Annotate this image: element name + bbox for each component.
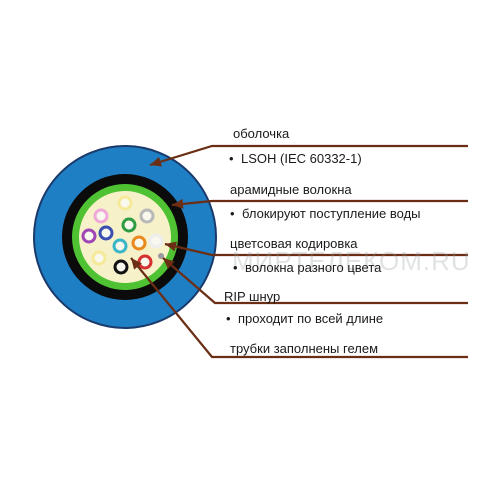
fiber-group: [81, 195, 164, 275]
fiber-orange: [131, 235, 147, 251]
note-sheath: • LSOH (IEC 60332-1): [229, 151, 362, 166]
leader-lines: [130, 144, 468, 359]
leader-gel-tubes-arrowhead-icon: [131, 258, 142, 270]
leader-aramid-arrowhead-icon: [172, 198, 184, 209]
leader-rip-cord: [162, 257, 468, 305]
note-aramid-text: блокируют поступление воды: [242, 206, 421, 221]
label-color-coding: цветсовая кодировка: [230, 236, 358, 251]
watermark: МИРТЕЛЕКОМ.RU: [232, 246, 471, 276]
label-gel-tubes: трубки заполнены гелем: [230, 341, 379, 356]
bullet-icon: •: [233, 260, 238, 275]
fiber-yellow-2: [91, 250, 107, 266]
note-color-coding-text: волокна разного цвета: [245, 260, 382, 275]
note-sheath-text: LSOH (IEC 60332-1): [241, 151, 362, 166]
fiber-blue: [98, 225, 114, 241]
leader-color-coding-arrowhead-icon: [165, 241, 177, 252]
note-rip-cord: • проходит по всей длине: [226, 311, 383, 326]
label-aramid: арамидные волокна: [230, 182, 352, 197]
leader-gel-tubes: [130, 257, 468, 359]
label-rip-cord: RIP шнур: [224, 289, 281, 304]
leader-rip-cord-arrowhead-icon: [163, 258, 175, 269]
fiber-white: [148, 233, 164, 249]
bullet-icon: •: [226, 311, 231, 326]
leader-aramid: [171, 199, 468, 207]
bullet-icon: •: [230, 206, 235, 221]
leader-sheath: [149, 144, 468, 167]
leader-color-coding: [164, 242, 468, 257]
note-rip-cord-text: проходит по всей длине: [238, 311, 384, 326]
label-sheath: оболочка: [233, 126, 290, 141]
fiber-pink: [93, 208, 109, 224]
note-color-coding: • волокна разного цвета: [233, 260, 381, 275]
note-aramid: • блокируют поступление воды: [230, 206, 421, 221]
leader-sheath-arrowhead-icon: [150, 156, 162, 167]
fiber-violet: [81, 228, 97, 244]
bullet-icon: •: [229, 151, 234, 166]
fiber-black: [113, 259, 129, 275]
fiber-green: [121, 217, 137, 233]
rip-cord-dot: [158, 253, 164, 259]
fiber-aqua: [112, 238, 128, 254]
fiber-yellow: [117, 195, 133, 211]
fiber-grey: [139, 208, 155, 224]
fiber-red: [137, 254, 153, 270]
